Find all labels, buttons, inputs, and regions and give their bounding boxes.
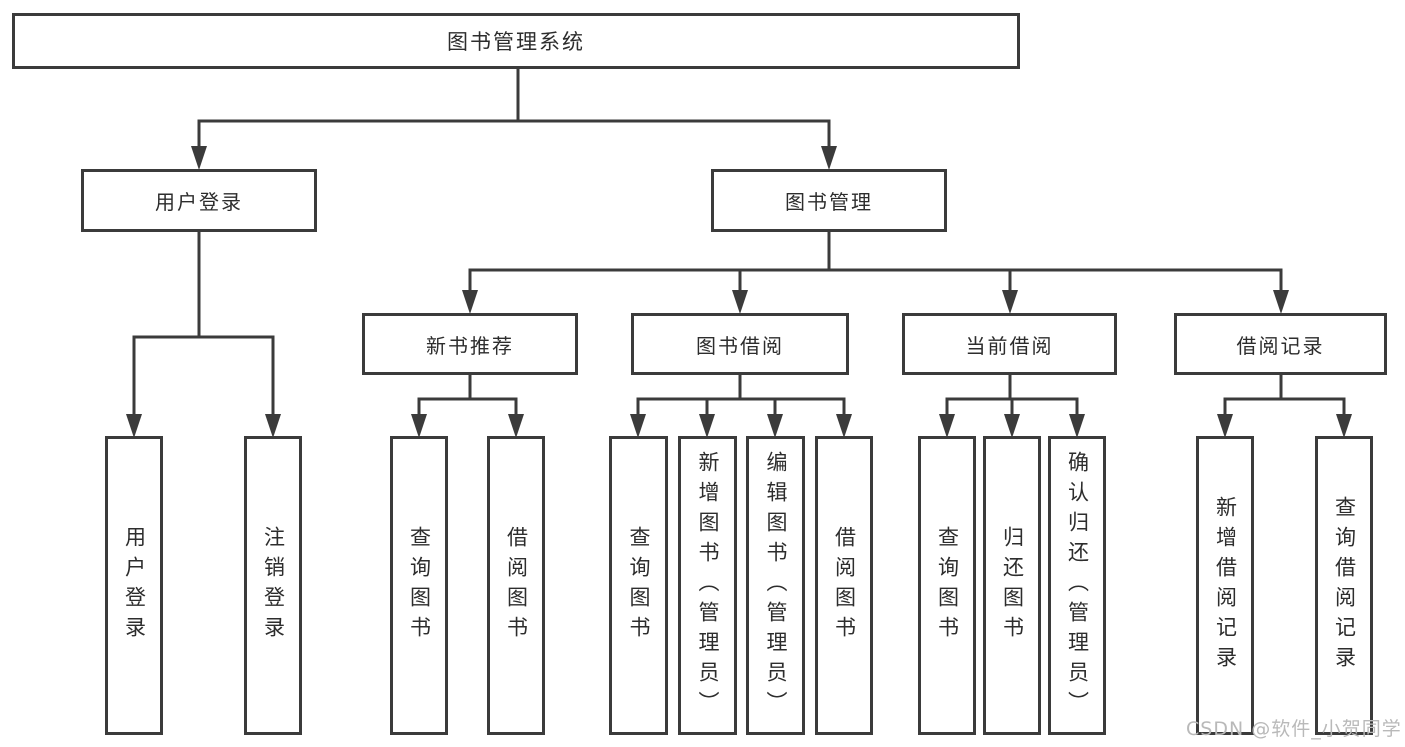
leaf-record-query-borrow-record: 查询借阅记录: [1315, 436, 1373, 735]
node-user-login: 用户登录: [81, 169, 317, 232]
leaf-current-return-book: 归还图书: [983, 436, 1041, 735]
leaf-user-login: 用户登录: [105, 436, 163, 735]
leaf-current-confirm-return-admin: 确认归还（管理员）: [1048, 436, 1106, 735]
leaf-borrow-add-book-admin: 新增图书（管理员）: [678, 436, 737, 735]
leaf-logout: 注销登录: [244, 436, 302, 735]
leaf-recommend-borrow-book: 借阅图书: [487, 436, 545, 735]
node-new-book-recommend: 新书推荐: [362, 313, 578, 375]
leaf-borrow-borrow-book: 借阅图书: [815, 436, 873, 735]
node-book-management: 图书管理: [711, 169, 947, 232]
node-borrow-record: 借阅记录: [1174, 313, 1387, 375]
leaf-recommend-query-book: 查询图书: [390, 436, 448, 735]
leaf-borrow-query-book: 查询图书: [609, 436, 668, 735]
leaf-borrow-edit-book-admin: 编辑图书（管理员）: [746, 436, 805, 735]
leaf-record-add-borrow-record: 新增借阅记录: [1196, 436, 1254, 735]
csdn-watermark: CSDN @软件_小贺同学: [1186, 718, 1402, 740]
leaf-current-query-book: 查询图书: [918, 436, 976, 735]
node-current-borrow: 当前借阅: [902, 313, 1117, 375]
node-library-management-system: 图书管理系统: [12, 13, 1020, 69]
node-book-borrow: 图书借阅: [631, 313, 849, 375]
